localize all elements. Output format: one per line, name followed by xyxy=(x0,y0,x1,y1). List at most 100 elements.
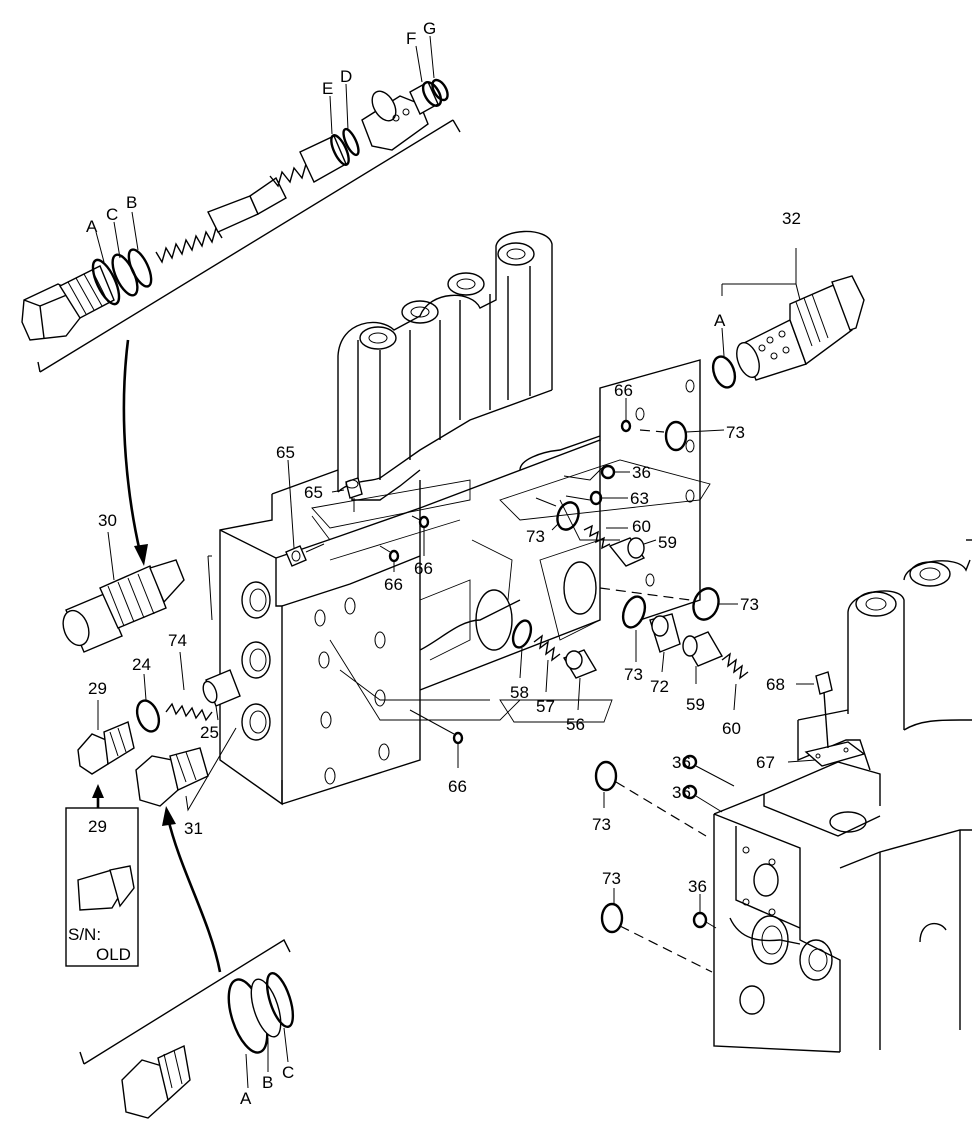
o-ring-F xyxy=(421,81,443,107)
spool-housing-outline xyxy=(337,230,553,390)
label-56: 56 xyxy=(566,715,585,734)
lower-plug-assembly: A B C xyxy=(79,939,295,1119)
o-ring-73-mid xyxy=(556,501,580,531)
label-30: 30 xyxy=(98,511,117,530)
o-ring-66-center xyxy=(388,549,400,563)
valve-body-threaded xyxy=(58,265,115,319)
label-B-top: B xyxy=(126,193,137,212)
ghost-outline-a xyxy=(311,479,471,561)
label-C-top: C xyxy=(106,205,118,224)
o-ring-73-f xyxy=(600,902,624,934)
o-ring-66-top xyxy=(620,419,632,433)
sn-line-1: S/N: xyxy=(68,925,101,944)
label-25: 25 xyxy=(200,723,219,742)
label-36-b: 36 xyxy=(672,753,691,772)
o-ring-A-right xyxy=(711,355,737,389)
spring-60-lower xyxy=(721,652,749,680)
label-59-a: 59 xyxy=(658,533,677,552)
label-58: 58 xyxy=(510,683,529,702)
plug-29 xyxy=(77,733,109,775)
spring-60-upper xyxy=(583,524,611,550)
backup-ring-B-bottom xyxy=(250,978,282,1038)
label-60-a: 60 xyxy=(632,517,651,536)
ghost-outline-b xyxy=(329,639,521,721)
label-A-right: A xyxy=(714,311,726,330)
label-73-f: 73 xyxy=(602,869,621,888)
label-73-b: 73 xyxy=(526,527,545,546)
o-ring-G xyxy=(431,78,449,102)
label-A-top: A xyxy=(86,217,98,236)
label-66-a: 66 xyxy=(614,381,633,400)
o-ring-B-upper xyxy=(127,248,153,288)
lower-left-parts: 24 74 25 29 31 xyxy=(77,631,241,838)
label-66-c: 66 xyxy=(384,575,403,594)
o-ring-66-bottom xyxy=(452,731,464,745)
label-36-a: 36 xyxy=(632,463,651,482)
upper-relief-valve-assembly: A C B E D F G xyxy=(21,19,461,373)
label-73-d: 73 xyxy=(624,665,643,684)
o-ring-73-right xyxy=(692,587,720,621)
o-ring-73-center xyxy=(621,595,647,629)
label-67: 67 xyxy=(756,753,775,772)
label-24: 24 xyxy=(132,655,151,674)
o-ring-A-upper xyxy=(91,258,121,306)
label-66-d: 66 xyxy=(448,777,467,796)
label-68: 68 xyxy=(766,675,785,694)
label-E-top: E xyxy=(322,79,333,98)
label-32: 32 xyxy=(782,209,801,228)
valve-sleeve xyxy=(361,95,429,151)
label-C-bottom: C xyxy=(282,1063,294,1082)
ghost-outline-c xyxy=(499,459,711,521)
o-ring-73-e xyxy=(594,760,618,792)
plug-65-side xyxy=(285,545,307,567)
port-middle xyxy=(241,641,271,679)
o-ring-24 xyxy=(135,699,161,733)
label-57: 57 xyxy=(536,697,555,716)
o-ring-36-d xyxy=(692,911,708,929)
label-31: 31 xyxy=(184,819,203,838)
label-36-d: 36 xyxy=(688,877,707,896)
label-29-a: 29 xyxy=(88,679,107,698)
o-ring-36-b xyxy=(682,754,698,770)
block-left-face xyxy=(219,494,283,806)
valve-spring xyxy=(155,226,223,264)
label-G-top: G xyxy=(423,19,436,38)
inner-spring xyxy=(269,162,313,188)
label-74: 74 xyxy=(168,631,187,650)
bolt-68 xyxy=(815,671,833,695)
arrow-to-31 xyxy=(166,817,222,973)
label-36-c: 36 xyxy=(672,783,691,802)
right-block-front xyxy=(713,793,841,1053)
sn-line-2: OLD xyxy=(96,945,131,964)
plate-67 xyxy=(804,741,866,767)
label-66-b: 66 xyxy=(414,559,433,578)
label-73-a: 73 xyxy=(726,423,745,442)
label-D-top: D xyxy=(340,67,352,86)
o-ring-36-upper xyxy=(600,464,616,480)
label-B-bottom: B xyxy=(262,1073,273,1092)
o-ring-C-bottom xyxy=(265,971,295,1029)
block-right-face xyxy=(419,359,701,621)
label-59-b: 59 xyxy=(686,695,705,714)
label-65-b: 65 xyxy=(304,483,323,502)
o-ring-73-top xyxy=(664,420,688,452)
plug-59-upper xyxy=(608,537,646,567)
label-73-e: 73 xyxy=(592,815,611,834)
main-control-valve-block xyxy=(219,230,711,806)
arrow-to-30 xyxy=(122,339,142,553)
port-lower xyxy=(241,703,271,741)
fittings-left: 65 65 66 66 66 xyxy=(276,443,467,796)
serial-note-box: 29 S/N: OLD xyxy=(65,807,139,967)
label-65-a: 65 xyxy=(276,443,295,462)
panel-baseline xyxy=(39,119,454,373)
label-A-bottom: A xyxy=(240,1089,252,1108)
label-29-b: 29 xyxy=(88,817,107,836)
spring-74 xyxy=(165,702,213,722)
o-ring-58 xyxy=(511,619,533,649)
o-ring-66-left xyxy=(418,515,430,529)
label-63: 63 xyxy=(630,489,649,508)
label-F-top: F xyxy=(406,29,416,48)
label-60-b: 60 xyxy=(722,719,741,738)
